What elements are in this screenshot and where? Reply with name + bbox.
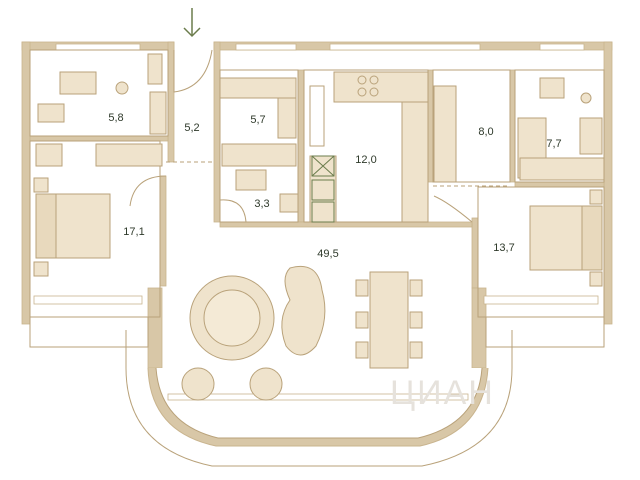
area-living-room: 49,5 <box>317 248 338 260</box>
bay-window <box>29 316 605 467</box>
area-bedroom-1: 17,1 <box>123 226 144 238</box>
kitchen-appliances <box>311 155 335 223</box>
area-wardrobe-1: 5,7 <box>250 114 265 126</box>
doors <box>129 49 473 223</box>
furniture <box>33 53 605 401</box>
area-labels: 5,8 5,2 5,7 12,0 8,0 7,7 17,1 3,3 49,5 1… <box>108 112 561 260</box>
area-wardrobe-2: 8,0 <box>478 126 493 138</box>
area-laundry: 3,3 <box>254 198 269 210</box>
area-hallway: 5,2 <box>184 122 199 134</box>
radiators <box>33 295 599 401</box>
area-bedroom-2: 13,7 <box>493 242 514 254</box>
entrance-arrow-icon <box>183 8 201 38</box>
area-kitchen: 12,0 <box>355 154 376 166</box>
area-bathroom-2: 7,7 <box>546 138 561 150</box>
area-bathroom-1: 5,8 <box>108 112 123 124</box>
watermark: ЦИАН <box>390 374 495 412</box>
